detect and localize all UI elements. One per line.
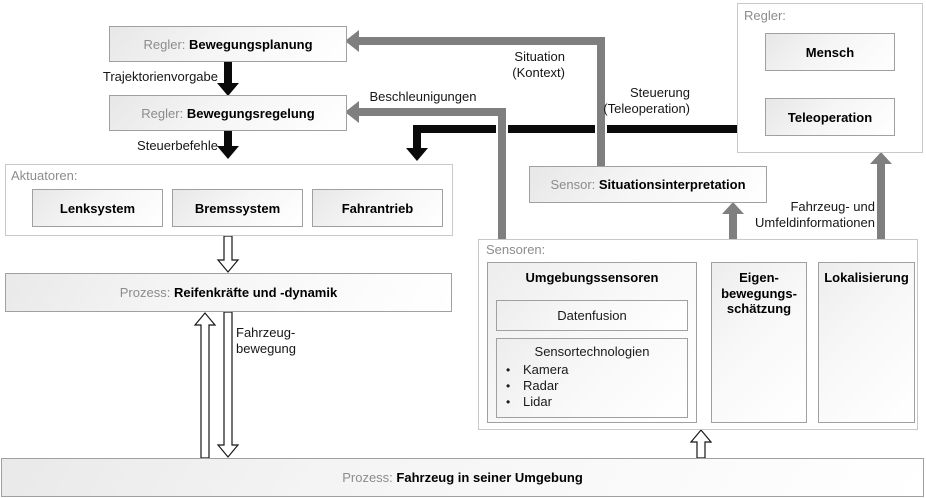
- arrow-fahrzeug-umfeldinformationen: [870, 152, 892, 239]
- box-title: Umgebungssensoren: [525, 270, 659, 285]
- box-title: Bewegungsplanung: [189, 36, 313, 52]
- list-item-label: Kamera: [523, 362, 569, 377]
- label-line: (Teleoperation): [603, 101, 690, 116]
- list-item-label: Lidar: [523, 394, 552, 409]
- arrow-steuerbefehle: [217, 131, 239, 159]
- box-prefix: Prozess:: [342, 470, 397, 485]
- label-line: Fahrzeug-: [236, 325, 296, 340]
- box-datenfusion: Datenfusion: [496, 300, 688, 331]
- sensortechnologien-list: Kamera Radar Lidar: [497, 362, 687, 410]
- box-situationsinterpretation: Sensor: Situationsinterpretation: [529, 166, 767, 203]
- label-steuerung-teleoperation: Steuerung (Teleoperation): [565, 85, 690, 117]
- label-line: Fahrzeug- und: [790, 199, 875, 214]
- group-regler-label: Regler:: [744, 8, 786, 23]
- box-prefix: Sensor:: [550, 177, 599, 192]
- box-title: Fahrzeug in seiner Umgebung: [396, 470, 583, 485]
- box-bremssystem: Bremssystem: [172, 189, 303, 227]
- list-item: Kamera: [497, 362, 687, 378]
- box-reifenkraefte: Prozess: Reifenkräfte und -dynamik: [5, 273, 452, 312]
- box-bewegungsplanung: Regler: Bewegungsplanung: [109, 26, 347, 62]
- label-line: Situation: [514, 49, 565, 64]
- hollow-arrow-aktuatoren-reifenkraefte: [216, 235, 240, 273]
- list-item: Lidar: [497, 394, 687, 410]
- arrow-situation-kontext: [345, 30, 605, 166]
- bullet-icon: [506, 363, 523, 378]
- group-aktuatoren-label: Aktuatoren:: [11, 168, 78, 183]
- label-line: (Kontext): [512, 65, 565, 80]
- box-title: Datenfusion: [557, 308, 627, 323]
- box-sensortechnologien: Sensortechnologien Kamera Radar Lidar: [496, 338, 688, 418]
- box-lokalisierung: Lokalisierung: [818, 262, 915, 423]
- box-eigenbewegungsschaetzung: Eigen- bewegungs- schätzung: [711, 262, 807, 423]
- arrow-trajektorienvorgabe: [217, 62, 239, 96]
- box-title-line: schätzung: [726, 301, 792, 316]
- box-mensch: Mensch: [765, 33, 895, 71]
- box-title: Lokalisierung: [824, 270, 909, 285]
- box-title: Mensch: [805, 44, 855, 60]
- box-teleoperation: Teleoperation: [765, 98, 895, 136]
- group-sensoren-label: Sensoren:: [486, 242, 546, 257]
- arrow-steuerung-teleoperation: [406, 125, 737, 161]
- box-title: Lenksystem: [59, 200, 136, 216]
- label-situation-kontext: Situation (Kontext): [440, 49, 565, 81]
- label-line: Steuerung: [630, 85, 690, 100]
- box-title: Teleoperation: [787, 109, 873, 125]
- box-title-line: Eigen-: [739, 270, 779, 285]
- arrow-beschleunigungen: [345, 101, 506, 239]
- label-trajektorienvorgabe: Trajektorienvorgabe: [102, 69, 218, 84]
- box-title: Situationsinterpretation: [598, 177, 746, 192]
- label-fahrzeug-umfeldinformationen: Fahrzeug- und Umfeldinformationen: [735, 199, 875, 230]
- hollow-arrow-fahrzeugbewegung-down: [216, 311, 240, 458]
- arrow-sensoren-situationsinterpretation: [722, 202, 744, 239]
- label-line: bewegung: [236, 341, 296, 356]
- box-prefix: Regler:: [143, 36, 190, 52]
- list-item-label: Radar: [523, 378, 559, 393]
- box-prefix: Prozess:: [119, 285, 174, 300]
- box-title-line: bewegungs-: [721, 285, 797, 301]
- box-fahrzeug-in-umgebung: Prozess: Fahrzeug in seiner Umgebung: [1, 458, 924, 497]
- label-line: Umfeldinformationen: [755, 214, 875, 230]
- box-title: Bewegungsregelung: [186, 105, 315, 121]
- box-lenksystem: Lenksystem: [32, 189, 163, 227]
- box-prefix: Regler:: [141, 105, 187, 121]
- box-title: Bremssystem: [194, 200, 281, 216]
- label-beschleunigungen: Beschleunigungen: [369, 89, 477, 104]
- list-item: Radar: [497, 378, 687, 394]
- box-title: Fahrantrieb: [341, 200, 414, 216]
- box-bewegungsregelung: Regler: Bewegungsregelung: [109, 95, 347, 131]
- label-fahrzeugbewegung: Fahrzeug- bewegung: [236, 325, 326, 357]
- box-fahrantrieb: Fahrantrieb: [312, 189, 443, 227]
- box-title: Reifenkräfte und -dynamik: [173, 285, 338, 300]
- bullet-icon: [506, 395, 523, 410]
- bullet-icon: [506, 379, 523, 394]
- hollow-arrow-fahrzeugbewegung-up: [193, 312, 217, 459]
- hollow-arrow-umgebung-sensoren: [689, 429, 713, 459]
- box-title: Sensortechnologien: [534, 344, 650, 359]
- label-steuerbefehle: Steuerbefehle: [137, 138, 218, 153]
